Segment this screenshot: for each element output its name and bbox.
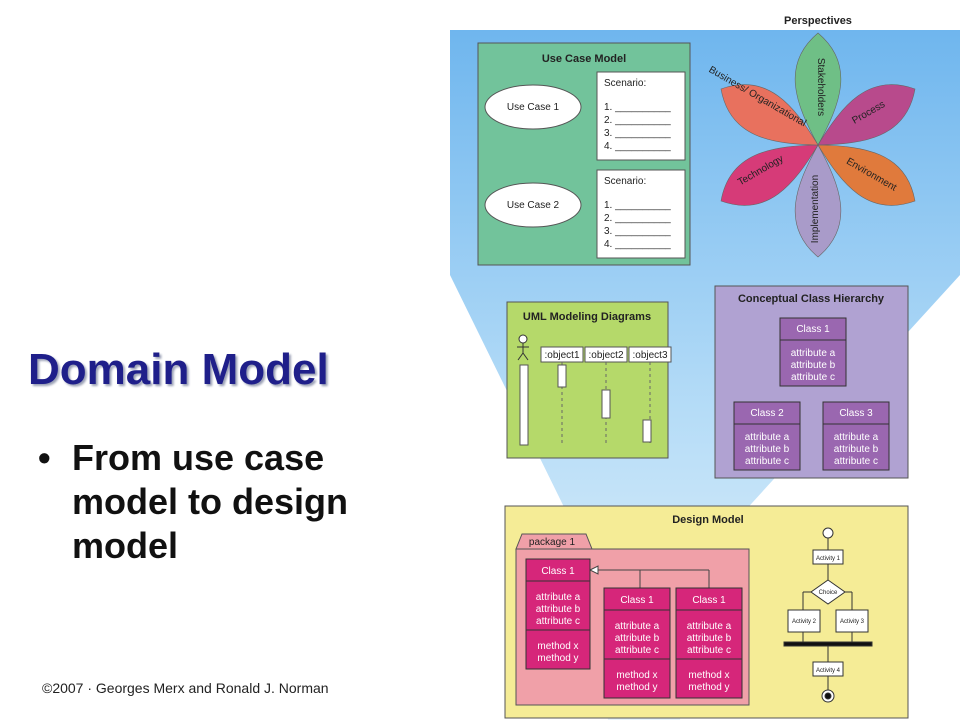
scenario-label-2: Scenario: bbox=[604, 176, 646, 187]
petal-technology bbox=[720, 144, 819, 206]
conceptual-class-hierarchy: Conceptual Class Hierarchy Class 1 attri… bbox=[714, 285, 909, 479]
scenario-box-1 bbox=[596, 71, 686, 161]
design-class-attribute: attribute c bbox=[536, 616, 580, 627]
design-class-name: Class 1 bbox=[620, 595, 654, 606]
scenario-box-2 bbox=[596, 169, 686, 259]
design-class-method: method x bbox=[537, 641, 578, 652]
design-class-method: method x bbox=[616, 670, 657, 681]
design-class-attribute: attribute b bbox=[536, 604, 581, 615]
choice-diamond bbox=[810, 579, 846, 605]
design-class-attribute: attribute c bbox=[615, 645, 659, 656]
design-class-attribute: attribute c bbox=[687, 645, 731, 656]
design-class-attribute: attribute a bbox=[536, 592, 581, 603]
concept-class-attribute: attribute a bbox=[834, 432, 879, 443]
bullet-marker: • bbox=[38, 437, 51, 478]
concept-class-attribute: attribute b bbox=[791, 360, 836, 371]
concept-class-box bbox=[822, 401, 890, 471]
concept-class-attribute: attribute c bbox=[791, 372, 835, 383]
design-class: Class 1 attribute a attribute b attribut… bbox=[675, 587, 743, 699]
bullet-text: From use case model to design model bbox=[72, 437, 349, 566]
design-class-method: method y bbox=[688, 682, 729, 693]
use-case-2-label: Use Case 2 bbox=[507, 200, 560, 211]
design-class-name: Class 1 bbox=[541, 566, 575, 577]
sync-bar bbox=[783, 641, 873, 647]
petal-environment bbox=[817, 144, 916, 206]
scenario-1-step: 4. __________ bbox=[604, 141, 671, 152]
concept-class-name: Class 1 bbox=[796, 324, 830, 335]
design-class-method: method y bbox=[616, 682, 657, 693]
concept-class-box bbox=[779, 317, 847, 387]
design-model-title: Design Model bbox=[672, 514, 744, 526]
design-class-attribute: attribute b bbox=[615, 633, 660, 644]
petal-implementation bbox=[794, 144, 842, 258]
design-class-attribute: attribute a bbox=[615, 621, 660, 632]
petal-label-stakeholders: Stakeholders bbox=[815, 58, 826, 116]
use-case-2 bbox=[484, 182, 582, 228]
activity-label: Choice bbox=[819, 590, 838, 596]
conceptual-title: Conceptual Class Hierarchy bbox=[738, 293, 885, 305]
scenario-1-step: 2. __________ bbox=[604, 115, 671, 126]
design-class-attribute: attribute b bbox=[687, 633, 732, 644]
concept-class-box bbox=[733, 401, 801, 471]
concept-class-name: Class 2 bbox=[750, 408, 784, 419]
scenario-2-step: 1. __________ bbox=[604, 200, 671, 211]
perspectives-title: Perspectives bbox=[784, 15, 852, 27]
design-class-name: Class 1 bbox=[692, 595, 726, 606]
petal-process bbox=[817, 84, 916, 146]
petal-label-implementation: Implementation bbox=[810, 175, 821, 243]
concept-class-attribute: attribute a bbox=[791, 348, 836, 359]
activity-start-node bbox=[822, 527, 834, 539]
concept-class-attribute: attribute b bbox=[745, 444, 790, 455]
design-class-method: method x bbox=[688, 670, 729, 681]
object-label: :object1 bbox=[544, 350, 579, 361]
scenario-1-step: 1. __________ bbox=[604, 102, 671, 113]
concept-class-attribute: attribute c bbox=[745, 456, 789, 467]
activity-label: Activity 2 bbox=[792, 619, 817, 625]
design-class-attribute: attribute a bbox=[687, 621, 732, 632]
design-class: Class 1 attribute a attribute b attribut… bbox=[603, 587, 671, 699]
use-case-1-label: Use Case 1 bbox=[507, 102, 560, 113]
bullet-point: • From use case model to design model bbox=[38, 436, 408, 568]
scenario-2-step: 2. __________ bbox=[604, 213, 671, 224]
scenario-2-step: 4. __________ bbox=[604, 239, 671, 250]
activity-label: Activity 3 bbox=[840, 619, 865, 625]
petal-business bbox=[720, 84, 819, 146]
use-case-model-title: Use Case Model bbox=[542, 53, 626, 65]
scenario-1-step: 3. __________ bbox=[604, 128, 671, 139]
petal-stakeholders bbox=[794, 32, 842, 146]
use-case-model: Use Case Model Use Case 1 Use Case 2 Sce… bbox=[477, 42, 691, 266]
concept-class-attribute: attribute a bbox=[745, 432, 790, 443]
copyright-footer: ©2007 · Georges Merx and Ronald J. Norma… bbox=[42, 680, 329, 696]
design-class: Class 1 attribute a attribute b attribut… bbox=[525, 558, 591, 670]
scenario-2-step: 3. __________ bbox=[604, 226, 671, 237]
activity-label: Activity 4 bbox=[816, 668, 841, 674]
object-label: :object2 bbox=[588, 350, 623, 361]
concept-class-attribute: attribute b bbox=[834, 444, 879, 455]
package-label: package 1 bbox=[529, 537, 576, 548]
concept-class-attribute: attribute c bbox=[834, 456, 878, 467]
design-class-method: method y bbox=[537, 653, 578, 664]
uml-title: UML Modeling Diagrams bbox=[523, 311, 651, 323]
slide-title: Domain Model bbox=[28, 345, 329, 394]
actor-icon bbox=[517, 334, 529, 361]
use-case-1 bbox=[484, 84, 582, 130]
activity-diagram bbox=[783, 527, 873, 703]
object-label: :object3 bbox=[632, 350, 667, 361]
design-model: Design Model package 1 Class 1 attribute… bbox=[504, 505, 909, 719]
uml-modeling-diagrams: UML Modeling Diagrams :object1 :object2 … bbox=[506, 301, 672, 459]
concept-class-name: Class 3 bbox=[839, 408, 873, 419]
activity-label: Activity 1 bbox=[816, 556, 841, 562]
scenario-label-1: Scenario: bbox=[604, 78, 646, 89]
perspectives-flower: Stakeholders Process Environment Impleme… bbox=[707, 32, 916, 258]
